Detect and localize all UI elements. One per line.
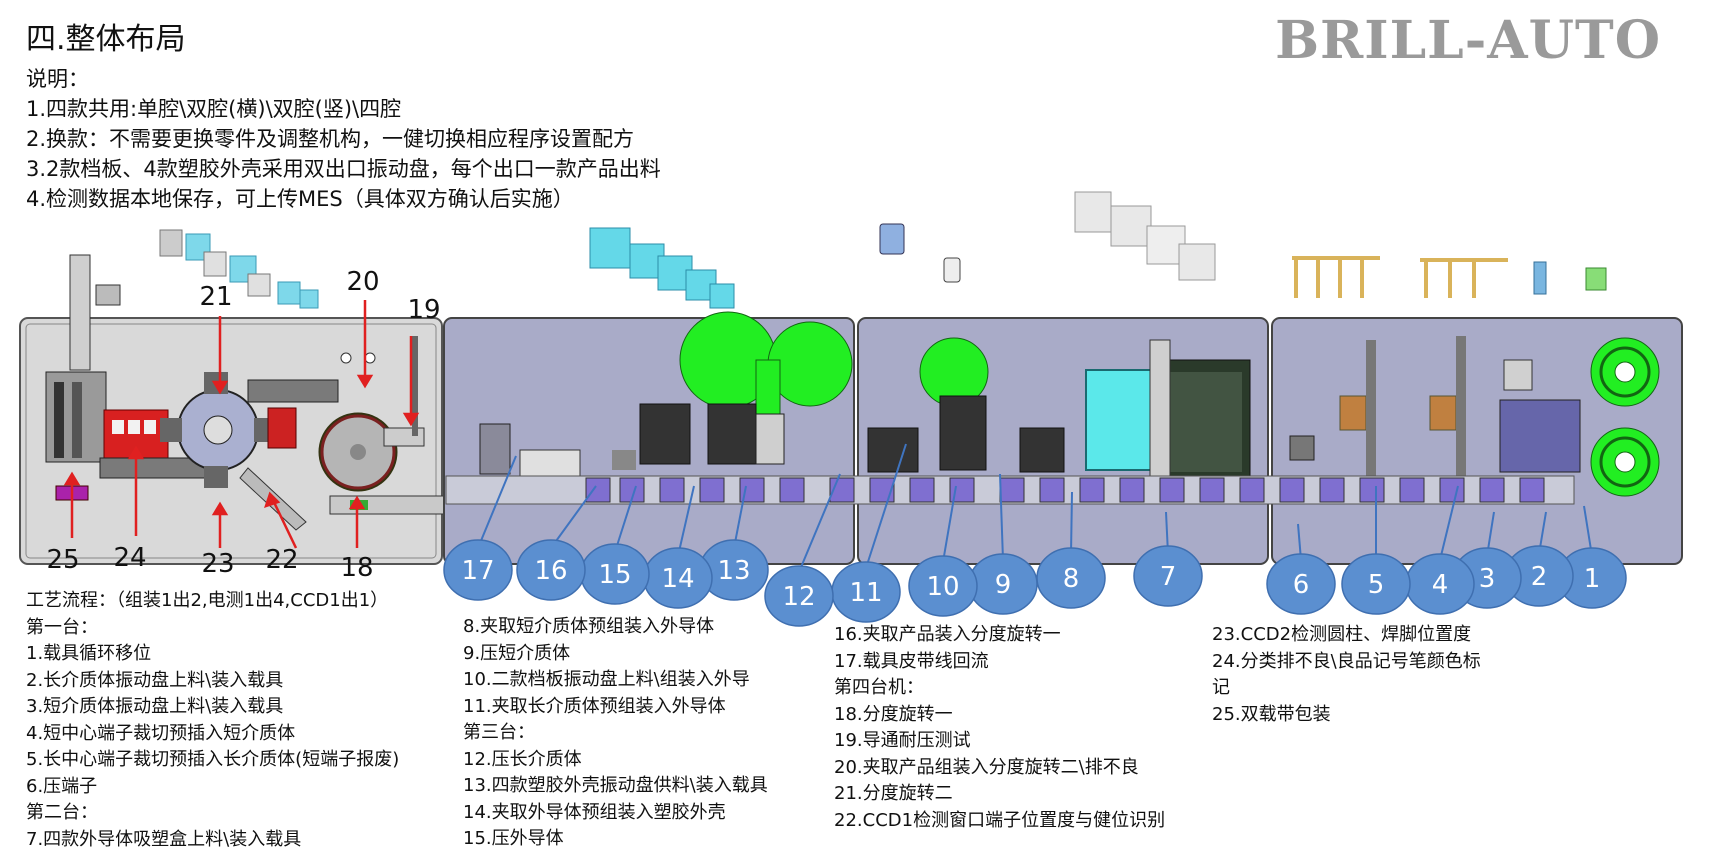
station-badge-label: 8 [1063,564,1080,594]
station-badge-label: 10 [926,572,959,602]
station-1-panel [19,254,451,565]
station-badge-label: 17 [461,556,494,586]
process-column-1: 工艺流程：（组装1出2,电测1出4,CCD1出1） 第一台： 1.载具循环移位 … [26,588,399,853]
station-badge-label: 5 [1368,570,1385,600]
process-step: 9.压短介质体 [463,642,571,664]
process-column-4: 23.CCD2检测圆柱、焊脚位置度 24.分类排不良\良品记号笔颜色标 记 25… [1212,622,1481,728]
station-badge-17: 17 [443,539,513,601]
station-2-panel [443,311,855,565]
process-station-heading: 第三台： [463,722,535,743]
process-step: 20.夹取产品组装入分度旋转二\排不良 [834,756,1139,778]
process-step: 18.分度旋转一 [834,703,953,725]
station-badge-label: 4 [1432,570,1449,600]
process-step: 6.压端子 [26,775,98,797]
process-step: 11.夹取长介质体预组装入外导体 [463,695,726,717]
station-badge-14: 14 [643,547,713,609]
station-badge-6: 6 [1266,553,1336,615]
process-station-heading: 第二台： [26,802,98,823]
process-step: 8.夹取短介质体预组装入外导体 [463,616,715,637]
process-step: 15.压外导体 [463,828,564,849]
product-images [159,191,1607,309]
process-step: 23.CCD2检测圆柱、焊脚位置度 [1212,624,1472,645]
process-step: 13.四款塑胶外壳振动盘供料\装入载具 [463,775,768,796]
callout-label-24: 24 [113,543,146,573]
process-step: 1.载具循环移位 [26,643,152,664]
station-badge-5: 5 [1341,553,1411,615]
station-badge-12: 12 [764,565,834,627]
carrier-line [445,475,1575,505]
product-image [879,223,961,283]
callout-label-20: 20 [346,267,379,297]
station-badge-9: 9 [968,553,1038,615]
station-badge-label: 11 [849,578,882,608]
station-badge-15: 15 [580,543,650,605]
station-badge-label: 14 [661,564,694,594]
callout-label-23: 23 [201,549,234,579]
station-badge-16: 16 [516,539,586,601]
callout-label-21: 21 [199,282,232,312]
process-step: 24.分类排不良\良品记号笔颜色标 [1212,650,1481,672]
process-step: 7.四款外导体吸塑盒上料\装入载具 [26,828,302,850]
process-column-2: 8.夹取短介质体预组装入外导体 9.压短介质体 10.二款档板振动盘上料\组装入… [463,614,768,853]
process-step: 22.CCD1检测窗口端子位置度与健位识别 [834,809,1166,831]
notes-block: 说明： 1.四款共用:单腔\双腔(横)\双腔(竖)\四腔 2.换款：不需要更换零… [26,64,661,214]
callout-label-18: 18 [340,553,373,583]
station-badge-label: 9 [995,570,1012,600]
station-badge-label: 12 [782,582,815,612]
process-step: 5.长中心端子裁切预插入长介质体(短端子报废) [26,749,400,770]
station-badge-2: 2 [1504,545,1574,607]
station-4-panel [1271,317,1683,565]
station-badge-11: 11 [831,561,901,623]
station-badge-label: 13 [717,556,750,586]
process-step: 12.压长介质体 [463,748,582,770]
station-badge-label: 1 [1584,564,1601,594]
station-badge-label: 2 [1531,562,1548,592]
process-column-3: 16.夹取产品装入分度旋转一 17.载具皮带线回流 第四台机： 18.分度旋转一… [834,622,1165,834]
process-step: 16.夹取产品装入分度旋转一 [834,624,1061,645]
process-step: 25.双载带包装 [1212,703,1331,725]
callout-label-22: 22 [265,545,298,575]
process-step: 3.短介质体振动盘上料\装入载具 [26,696,284,717]
callout-label-19: 19 [407,295,440,325]
station-badge-label: 15 [598,560,631,590]
process-step: 记 [1212,677,1230,698]
station-1-callouts: 18 19 20 21 22 23 24 25 [46,267,440,583]
process-heading: 工艺流程：（组装1出2,电测1出4,CCD1出1） [26,590,389,611]
product-image [1292,256,1607,298]
note-item: 2.换款：不需要更换零件及调整机构，一健切换相应程序设置配方 [26,127,635,151]
notes-heading: 说明： [26,67,89,91]
process-step: 4.短中心端子裁切预插入短介质体 [26,722,296,744]
product-image [1074,191,1216,281]
station-badge-label: 7 [1160,562,1177,592]
station-badge-13: 13 [699,539,769,601]
process-step: 17.载具皮带线回流 [834,650,989,672]
station-badge-1: 1 [1557,547,1627,609]
process-station-heading: 第四台机： [834,677,924,698]
callout-label-25: 25 [46,545,79,575]
process-step: 10.二款档板振动盘上料\组装入外导 [463,669,750,690]
note-item: 3.2款档板、4款塑胶外壳采用双出口振动盘，每个出口一款产品出料 [26,157,661,181]
process-step: 21.分度旋转二 [834,783,953,804]
process-step: 2.长介质体振动盘上料\装入载具 [26,669,284,691]
note-item: 1.四款共用:单腔\双腔(横)\双腔(竖)\四腔 [26,97,402,121]
product-image [589,227,735,309]
process-step: 14.夹取外导体预组装入塑胶外壳 [463,801,726,823]
station-badge-label: 6 [1293,570,1310,600]
station-badge-label: 3 [1479,564,1496,594]
brand-logo: BRILL-AUTO [1275,10,1661,71]
note-item: 4.检测数据本地保存，可上传MES（具体双方确认后实施） [26,187,574,211]
station-badge-4: 4 [1405,553,1475,615]
page-title: 四.整体布局 [26,22,186,57]
callout-arrows [63,300,420,549]
station-badge-10: 10 [908,555,978,617]
station-badge-8: 8 [1036,547,1106,609]
process-step: 19.导通耐压测试 [834,730,971,751]
station-badge-label: 16 [534,556,567,586]
station-badge-7: 7 [1133,545,1203,607]
process-station-heading: 第一台： [26,616,98,638]
product-image [159,229,319,309]
station-3-panel [857,317,1269,565]
